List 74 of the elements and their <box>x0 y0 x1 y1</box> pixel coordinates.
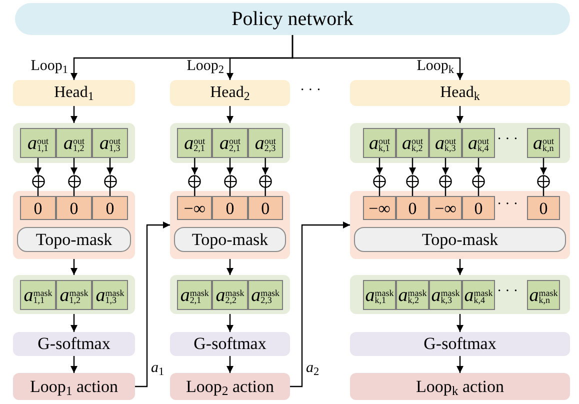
arrow <box>376 158 383 174</box>
arrow <box>262 158 269 174</box>
ellipsis: · · · <box>300 84 321 98</box>
head-box: Head$_{2}$ <box>170 80 290 106</box>
head-box: Head$_{1}$ <box>13 80 135 106</box>
ellipsis: · · · <box>497 133 518 147</box>
arrow <box>475 158 482 174</box>
arrow <box>292 35 464 80</box>
output-panel <box>350 123 570 163</box>
masked-output-panel <box>170 275 290 314</box>
topo-mask-box: Topo-mask <box>354 227 566 252</box>
output-panel <box>170 123 290 163</box>
arrow <box>70 158 78 174</box>
topo-mask-box: Topo-mask <box>17 227 131 252</box>
circled-plus-icon <box>258 174 272 188</box>
circled-plus-icon <box>68 174 80 188</box>
arrow <box>135 222 170 388</box>
circled-plus-icon <box>188 174 202 188</box>
action-box: Loop$_{1}$ action <box>13 373 135 400</box>
circled-plus-icon <box>537 174 550 188</box>
mask-value-cell: −∞ <box>363 196 396 220</box>
mask-value-cell: 0 <box>527 196 560 220</box>
arrow <box>70 356 78 373</box>
ellipsis: · · · <box>497 198 518 212</box>
arrow <box>106 158 114 174</box>
arrow <box>34 158 42 174</box>
softmax-box: G-softmax <box>13 332 135 356</box>
policy-network-box: Policy network <box>15 3 570 35</box>
topo-mask-box: Topo-mask <box>174 227 286 252</box>
arrow <box>456 259 464 275</box>
mask-value-cell: 0 <box>462 196 495 220</box>
action-box: Loop$_{2}$ action <box>170 373 290 400</box>
mask-panel <box>13 191 135 259</box>
circled-plus-icon <box>439 174 452 188</box>
arrow <box>226 106 234 123</box>
arrow <box>456 106 464 123</box>
mask-value-cell: −∞ <box>429 196 462 220</box>
arrow <box>70 314 78 332</box>
mask-panel <box>350 191 570 259</box>
mask-value-cell: 0 <box>396 196 429 220</box>
mask-value-cell: 0 <box>212 196 248 220</box>
action-box: Loop$_{k}$ action <box>350 373 570 400</box>
masked-output-panel <box>13 275 135 314</box>
arrow <box>226 356 234 373</box>
arrow <box>442 158 449 174</box>
circled-plus-icon <box>373 174 386 188</box>
circled-plus-icon <box>406 174 419 188</box>
arrow <box>540 158 547 174</box>
ellipsis: · · · <box>497 285 518 299</box>
softmax-box: G-softmax <box>170 332 290 356</box>
mask-value-cell: 0 <box>56 196 92 220</box>
arrow <box>70 259 78 275</box>
mask-value-cell: 0 <box>20 196 56 220</box>
arrow <box>409 158 416 174</box>
masked-output-panel <box>350 275 570 314</box>
mask-panel <box>170 191 290 259</box>
arrow <box>456 356 464 373</box>
arrow <box>191 158 198 174</box>
circled-plus-icon <box>472 174 485 188</box>
circled-plus-icon <box>224 174 236 188</box>
arrow <box>226 314 234 332</box>
output-panel <box>13 123 135 163</box>
head-box: Head$_{k}$ <box>350 80 570 106</box>
mask-value-cell: −∞ <box>177 196 212 220</box>
arrow <box>290 222 350 388</box>
arrow <box>456 314 464 332</box>
softmax-box: G-softmax <box>350 332 570 356</box>
arrow <box>226 158 234 174</box>
arrow <box>226 259 234 275</box>
mask-value-cell: 0 <box>248 196 283 220</box>
arrow <box>70 106 78 123</box>
mask-value-cell: 0 <box>92 196 128 220</box>
circled-plus-icon <box>104 174 116 188</box>
circled-plus-icon <box>32 174 44 188</box>
